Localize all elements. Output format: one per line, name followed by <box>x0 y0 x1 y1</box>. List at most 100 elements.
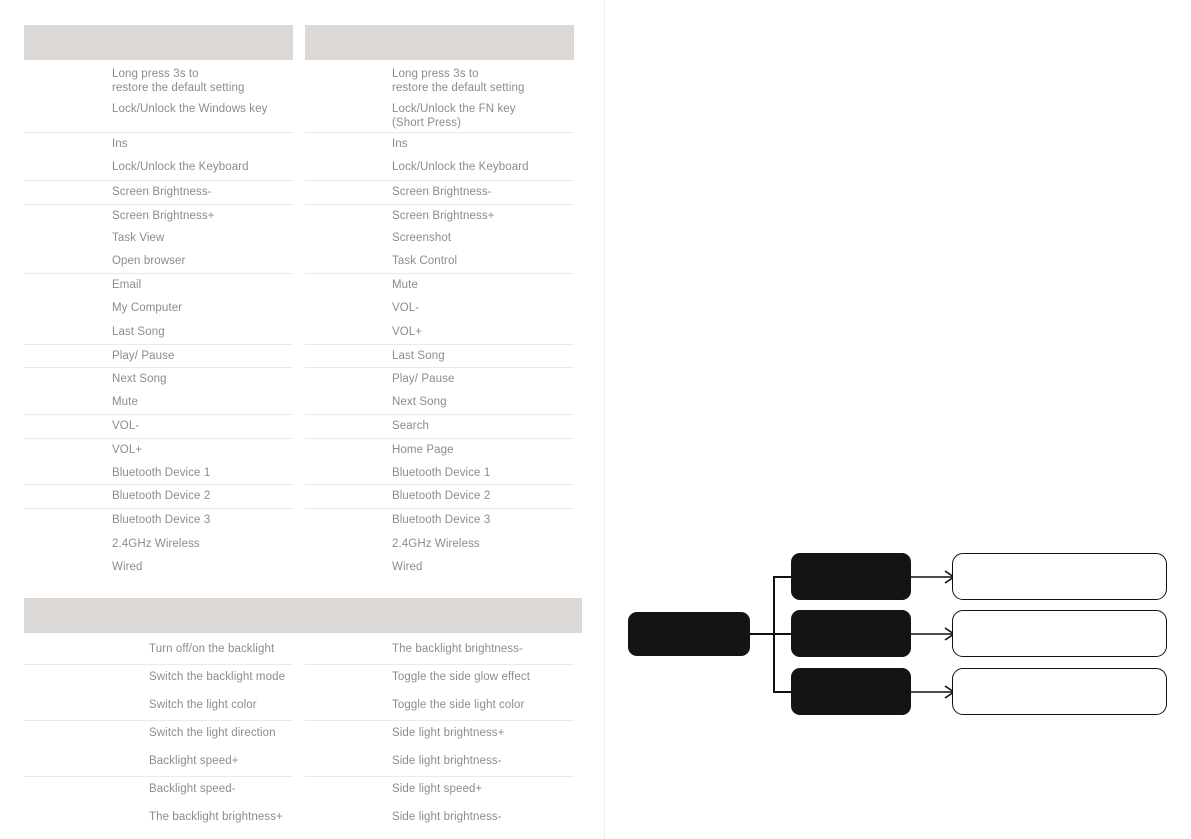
flow-arrow-2 <box>911 627 956 641</box>
flow-arrow-1 <box>911 570 956 584</box>
row-separator <box>305 508 574 509</box>
row-separator <box>305 776 574 777</box>
table-row <box>24 776 582 804</box>
row-label: VOL+ <box>112 444 143 456</box>
key-image-cell <box>24 296 112 320</box>
row-label: Next Song <box>112 373 167 385</box>
table-row: Wired <box>24 555 293 579</box>
table-row: Lock/Unlock the Keyboard <box>24 155 293 180</box>
row-label: Screen Brightness- <box>112 186 212 198</box>
table-row: Search <box>305 414 574 438</box>
row-label: Bluetooth Device 2 <box>392 490 491 502</box>
key-image-cell <box>305 532 393 555</box>
row-label: 2.4GHz Wireless <box>392 538 480 550</box>
row-label: Switch the backlight mode <box>149 671 286 683</box>
row-label: Screen Brightness+ <box>392 210 495 222</box>
key-image-cell <box>24 320 112 344</box>
row-label: Ins <box>392 138 408 150</box>
row-label: VOL- <box>112 420 140 432</box>
key-image-cell <box>305 204 393 226</box>
row-label: Turn off/on the backlight <box>149 643 275 655</box>
row-label: Switch the light color <box>149 699 257 711</box>
key-image-cell <box>24 204 112 226</box>
key-image-cell <box>24 344 112 367</box>
key-image-cell <box>305 155 393 180</box>
flow-connector-trunk <box>773 576 775 693</box>
table-row <box>24 804 582 832</box>
table-row: Long press 3s to restore the default set… <box>24 62 293 97</box>
mac-mode-table-header <box>305 25 574 60</box>
row-label: Side light brightness- <box>392 811 502 823</box>
table-row: Screen Brightness+ <box>24 204 293 226</box>
table-row <box>24 692 582 720</box>
key-image-cell <box>305 273 393 296</box>
table-row: Screenshot <box>305 226 574 249</box>
table-row: Next Song <box>24 367 293 390</box>
key-image-cell <box>305 62 393 97</box>
table-row: Last Song <box>24 320 293 344</box>
key-image-cell <box>305 97 393 132</box>
row-label: Bluetooth Device 3 <box>112 514 211 526</box>
table-row: VOL- <box>24 414 293 438</box>
row-label: Lock/Unlock the Windows key <box>112 103 268 115</box>
table-row: Bluetooth Device 2 <box>24 484 293 508</box>
table-row: Wired <box>305 555 574 579</box>
row-label: The backlight brightness+ <box>149 811 283 823</box>
row-label: Long press 3s to restore the default set… <box>112 68 245 94</box>
row-label: Email <box>112 279 142 291</box>
flow-branch-box-2 <box>791 610 911 657</box>
key-image-cell <box>24 155 112 180</box>
row-label: Toggle the side glow effect <box>392 671 531 683</box>
row-separator <box>24 664 293 665</box>
row-separator <box>305 720 574 721</box>
row-label: Ins <box>112 138 128 150</box>
row-separator <box>305 273 574 274</box>
row-label: Mute <box>112 396 138 408</box>
key-image-cell <box>305 344 393 367</box>
flow-connector-stub-root <box>750 633 774 635</box>
key-image-cell <box>305 508 393 532</box>
row-label: Last Song <box>112 326 165 338</box>
row-separator <box>305 344 574 345</box>
row-separator <box>305 204 574 205</box>
key-image-cell <box>305 320 393 344</box>
table-row: Bluetooth Device 1 <box>305 461 574 484</box>
key-image-cell <box>305 296 393 320</box>
table-row <box>24 720 582 748</box>
table-row: Ins <box>305 132 574 155</box>
table-row: Mute <box>24 390 293 414</box>
flow-connector-stub-3 <box>773 691 797 693</box>
key-image-cell <box>24 438 112 461</box>
flow-branch-box-1 <box>791 553 911 600</box>
key-image-cell <box>24 97 112 132</box>
table-row: Bluetooth Device 2 <box>305 484 574 508</box>
row-label: Home Page <box>392 444 454 456</box>
row-label: Mute <box>392 279 418 291</box>
key-image-cell <box>24 367 112 390</box>
key-image-cell <box>305 226 393 249</box>
row-separator <box>24 273 293 274</box>
row-label: Switch the light direction <box>149 727 276 739</box>
table-row: Home Page <box>305 438 574 461</box>
row-label: Side light brightness- <box>392 755 502 767</box>
table-row: Mute <box>305 273 574 296</box>
row-label: Play/ Pause <box>392 373 455 385</box>
row-label: Bluetooth Device 1 <box>392 467 491 479</box>
row-label: Screen Brightness- <box>392 186 492 198</box>
key-image-cell <box>305 555 393 579</box>
key-image-cell <box>24 390 112 414</box>
row-separator <box>24 438 293 439</box>
row-separator <box>305 367 574 368</box>
windows-mode-table-header <box>24 25 293 60</box>
row-label: Bluetooth Device 2 <box>112 490 211 502</box>
key-image-cell <box>24 555 112 579</box>
row-separator <box>24 720 293 721</box>
row-separator <box>24 344 293 345</box>
legend-and-diagram-panel <box>605 0 1191 839</box>
row-label: Backlight speed- <box>149 783 236 795</box>
key-image-cell <box>305 367 393 390</box>
row-label: Last Song <box>392 350 445 362</box>
row-separator <box>305 438 574 439</box>
row-label: Wired <box>112 561 143 573</box>
row-label: The backlight brightness- <box>392 643 523 655</box>
